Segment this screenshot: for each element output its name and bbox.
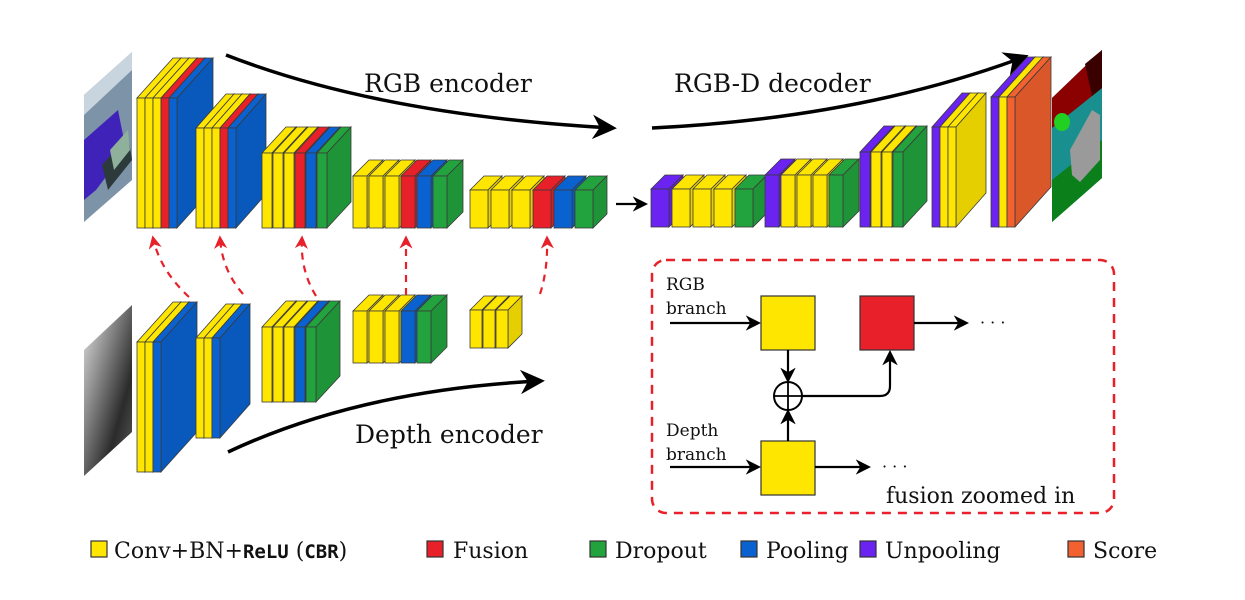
legend-swatch-cbr [90, 540, 108, 558]
legend-swatch-unpooling [859, 540, 877, 558]
rgbd-decoder-arrow [651, 52, 1029, 130]
decoder-stage-1 [650, 174, 768, 228]
legend-label-dropout: Dropout [615, 539, 707, 564]
legend-item-unpooling: Unpooling [859, 539, 1001, 564]
legend-label-cbr-a: Conv+BN+ [114, 539, 243, 564]
legend: Conv+BN+ReLU (CBR) Fusion Dropout Poolin… [90, 539, 1157, 564]
inset-rgb-cbr-block [760, 295, 816, 351]
layer-dropout [734, 174, 768, 228]
depth-continuation: · · · [882, 457, 907, 476]
depth-encoder-label: Depth encoder [355, 420, 543, 449]
legend-label-cbr-b: ( [289, 539, 305, 564]
layer-pooling [211, 302, 251, 440]
legend-item-pooling: Pooling [740, 539, 849, 564]
segmentation-output-image [1052, 50, 1102, 222]
fusion-arrow-5 [538, 235, 554, 295]
legend-label-cbr-abbrev: CBR [304, 541, 339, 563]
fusion-inset-frame [650, 258, 1116, 515]
svg-text:Conv+BN+ReLU (CBR): Conv+BN+ReLU (CBR) [114, 539, 347, 564]
legend-label-score: Score [1093, 539, 1157, 564]
legend-label-unpooling: Unpooling [885, 539, 1001, 564]
decoder-stage-4 [931, 91, 987, 229]
layer-pooling [227, 92, 267, 230]
rgb-encoder-stage-2 [195, 92, 267, 230]
rgb-continuation: · · · [980, 313, 1005, 332]
layer-score [1006, 55, 1052, 229]
rgbd-decoder-label: RGB-D decoder [674, 69, 871, 98]
element-wise-sum-icon [773, 381, 803, 411]
depth-encoder-stage-2 [195, 302, 251, 440]
legend-swatch-fusion [426, 540, 444, 558]
layer-pooling [152, 300, 198, 474]
rgb-encoder-stage-3 [261, 125, 352, 230]
legend-item-fusion: Fusion [426, 539, 528, 564]
legend-item-score: Score [1067, 539, 1157, 564]
fusion-inset: RGB branch Depth branch · · · · · · fusi… [650, 258, 1116, 515]
layer-dropout [432, 159, 464, 229]
legend-label-pooling: Pooling [766, 539, 849, 564]
depth-encoder-stage-5 [469, 295, 523, 349]
layer-dropout [574, 175, 608, 229]
rgb-branch-label-1: RGB [666, 275, 705, 295]
fusion-arrow-3 [294, 235, 317, 297]
layer-cbr [495, 295, 523, 349]
rgb-encoder-label: RGB encoder [364, 69, 532, 98]
depth-input-image [84, 305, 132, 476]
depth-encoder-stage-1 [136, 300, 198, 474]
depth-branch-label-2: branch [666, 445, 727, 465]
legend-item-cbr: Conv+BN+ReLU (CBR) [90, 539, 347, 564]
legend-label-cbr-relu: ReLU [243, 541, 289, 563]
rgb-branch-label-2: branch [666, 299, 727, 319]
decoder-stage-3 [859, 124, 928, 229]
rgb-encoder-arrow [225, 53, 617, 140]
legend-label-fusion: Fusion [453, 539, 528, 564]
rgb-encoder-stage-5 [469, 175, 608, 229]
rgb-input-image [84, 52, 132, 222]
legend-item-dropout: Dropout [589, 539, 707, 564]
layer-dropout [305, 299, 341, 404]
layer-dropout [828, 158, 860, 228]
layer-dropout [316, 125, 352, 230]
decoder-stage-5 [990, 55, 1052, 229]
rgb-encoder-stage-4 [352, 159, 464, 229]
decoder-stage-2 [764, 158, 860, 228]
legend-label-cbr-c: ) [339, 539, 348, 564]
fusion-arrow-2 [214, 235, 244, 295]
layer-dropout [892, 124, 928, 229]
depth-branch-label-1: Depth [666, 421, 718, 441]
legend-swatch-score [1067, 540, 1085, 558]
legend-swatch-pooling [740, 540, 758, 558]
layer-dropout [416, 294, 448, 364]
legend-swatch-dropout [589, 540, 607, 558]
layer-cbr [947, 91, 987, 229]
depth-encoder-stage-3 [261, 299, 341, 404]
depth-encoder-stage-4 [352, 294, 448, 364]
inset-depth-cbr-block [760, 440, 816, 496]
depth-encoder-arrow [227, 369, 545, 454]
fusion-skip-arrows [148, 235, 554, 298]
fusion-inset-title: fusion zoomed in [886, 484, 1075, 509]
inset-fusion-block [859, 295, 915, 351]
fusion-arrow-1 [148, 235, 190, 298]
